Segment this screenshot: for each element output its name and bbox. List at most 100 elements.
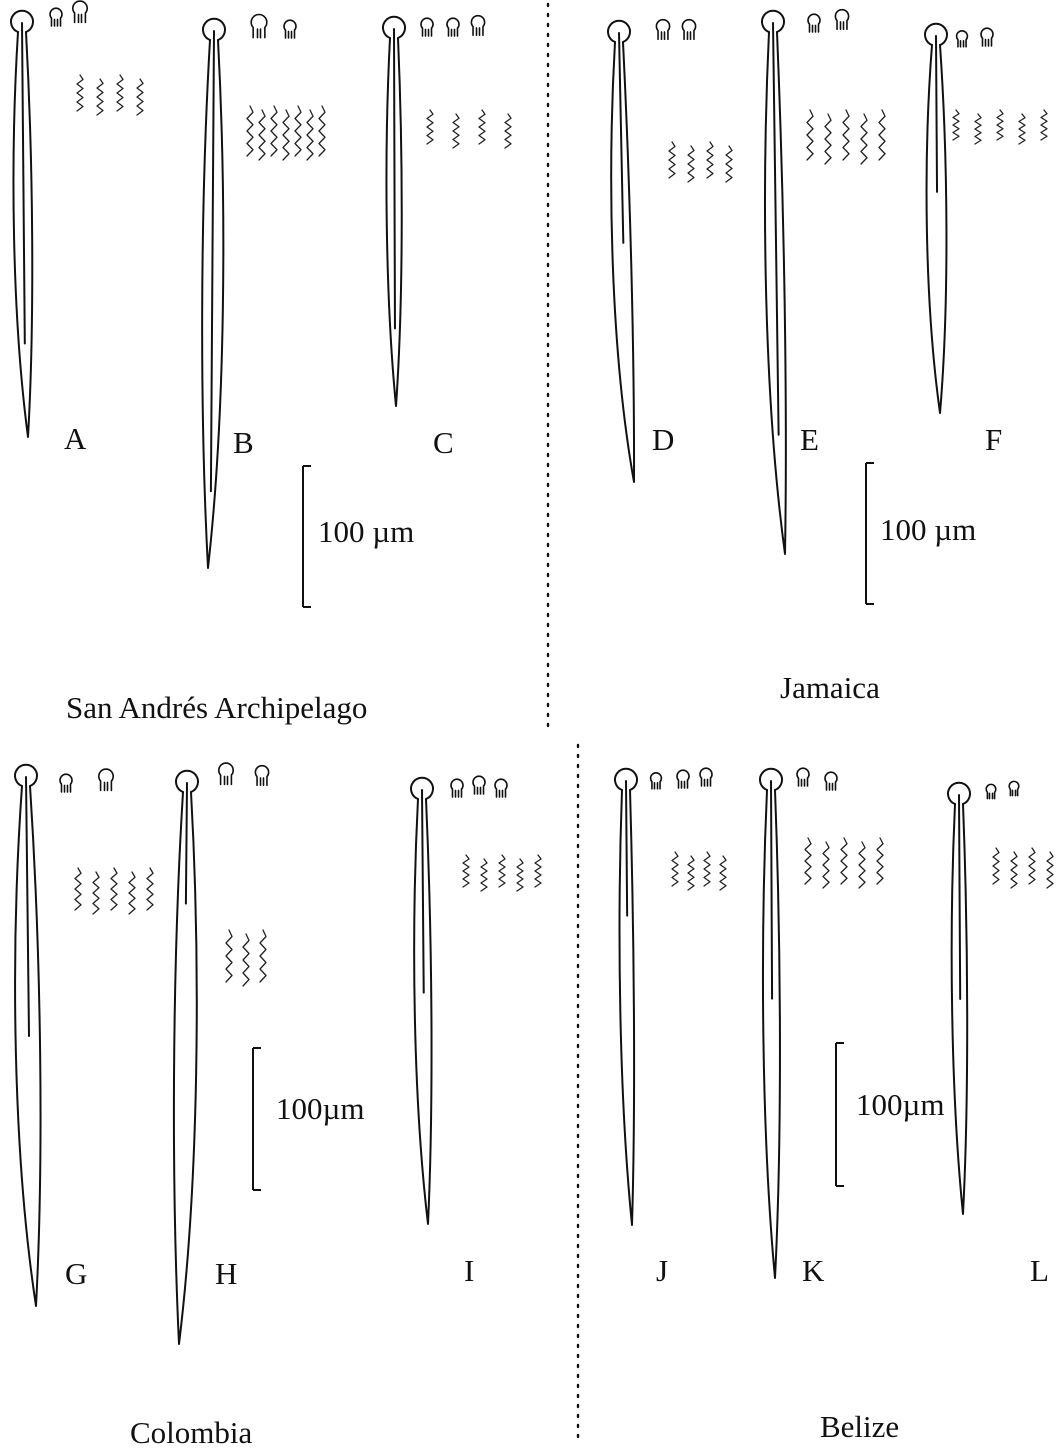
microsclere-i1 (450, 778, 464, 798)
microsclere-h2 (254, 764, 270, 786)
sigma-cluster-c (426, 109, 512, 149)
microsclere-d2-outline (681, 18, 697, 40)
megasclere-group (10, 9, 971, 1345)
specimen-label-e: E (800, 422, 819, 457)
microsclere-g2 (98, 768, 114, 792)
spicule-h (172, 769, 199, 1345)
specimen-label-a: A (64, 421, 87, 456)
sigma-group (74, 74, 1054, 987)
microsclere-c1 (420, 17, 434, 37)
sigma (840, 837, 848, 885)
region-title-belize: Belize (820, 1409, 900, 1444)
sigma (76, 74, 84, 112)
sigma (426, 109, 434, 145)
microsclere-j2-outline (676, 769, 690, 789)
microsclere-k2-outline (824, 771, 838, 791)
sigma-cluster-k (804, 837, 884, 889)
spicule-i-head (410, 776, 434, 800)
sigma (498, 854, 506, 888)
microsclere-k1-outline (796, 767, 810, 787)
sigma (725, 145, 733, 183)
microsclere-k1 (796, 767, 810, 787)
sigma (824, 113, 832, 165)
sigma (294, 105, 302, 157)
sigma (110, 867, 118, 911)
scale-bar-san-andres (302, 465, 311, 608)
microsclere-a2-outline (72, 0, 88, 24)
scale-label-jamaica: 100 µm (880, 512, 977, 547)
sigma (128, 871, 136, 915)
microsclere-c3-outline (470, 14, 486, 36)
microsclere-h2-outline (254, 764, 270, 786)
microsclere-e1-outline (807, 13, 821, 33)
microsclere-e2-outline (834, 8, 850, 30)
microsclere-e1 (807, 13, 821, 33)
microsclere-i3-outline (494, 778, 508, 798)
microsclere-g1-outline (59, 773, 73, 793)
spicule-f-head (924, 22, 948, 46)
sigma (146, 867, 154, 911)
microsclere-h1 (218, 762, 234, 786)
scale-bar-belize (835, 1042, 844, 1187)
sigma (668, 141, 676, 179)
sigma (516, 858, 524, 892)
spicule-c (382, 15, 406, 407)
microsclere-k2 (824, 771, 838, 791)
sigma-cluster-a (76, 74, 144, 116)
spicule-k-shaft (761, 789, 781, 1279)
sigma (706, 141, 714, 179)
sigma (246, 105, 254, 157)
scale-label-belize: 100µm (856, 1087, 945, 1122)
spicule-b-shaft (201, 39, 225, 569)
scale-bar-group (252, 462, 874, 1191)
spicule-i (410, 776, 434, 1225)
microsclere-d2 (681, 18, 697, 40)
microsclere-h1-outline (218, 762, 234, 786)
sigma (842, 109, 850, 161)
microsclere-group (49, 0, 1020, 800)
specimen-label-c: C (433, 425, 454, 460)
sigma (462, 854, 470, 888)
sigma (876, 837, 884, 885)
sigma-cluster-h (225, 929, 267, 987)
spicule-i-shaft (413, 798, 433, 1225)
scale-label-san-andres: 100 µm (318, 514, 415, 549)
spicule-a (10, 9, 34, 438)
sigma (687, 855, 695, 891)
sigma (1028, 847, 1036, 885)
microsclere-l2-outline (1008, 780, 1020, 797)
sigma (136, 78, 144, 116)
microsclere-i1-outline (450, 778, 464, 798)
sigma (480, 858, 488, 892)
specimen-label-f: F (985, 422, 1003, 457)
quadrant-dividers (546, 2, 580, 1447)
spicule-b (201, 17, 226, 569)
spicule-b-head (202, 17, 226, 41)
specimen-label-h: H (215, 1256, 238, 1291)
spicule-j-shaft (618, 789, 636, 1226)
sigma (806, 109, 814, 161)
specimen-label-d: D (652, 422, 675, 457)
sigma (534, 854, 542, 888)
sigma-cluster-d (668, 141, 733, 183)
spicule-f (924, 22, 948, 414)
sigma (452, 113, 460, 149)
sigma (703, 851, 711, 887)
spicule-h-shaft (172, 791, 198, 1345)
spicule-f-shaft (925, 44, 948, 414)
spicule-h-head (175, 769, 199, 793)
microsclere-c3 (470, 14, 486, 36)
spicule-c-head (382, 15, 406, 39)
spicule-e-head (761, 9, 785, 33)
microsclere-l2 (1008, 780, 1020, 797)
sigma-cluster-g (74, 867, 154, 915)
microsclere-i2 (472, 775, 486, 795)
sigma (804, 837, 812, 885)
spicule-a-head (10, 9, 34, 33)
spicule-j (614, 767, 638, 1226)
spicule-g-axial-canal (25, 776, 30, 1037)
spicule-k (759, 767, 783, 1279)
sigma (258, 109, 266, 161)
sigma (74, 867, 82, 911)
